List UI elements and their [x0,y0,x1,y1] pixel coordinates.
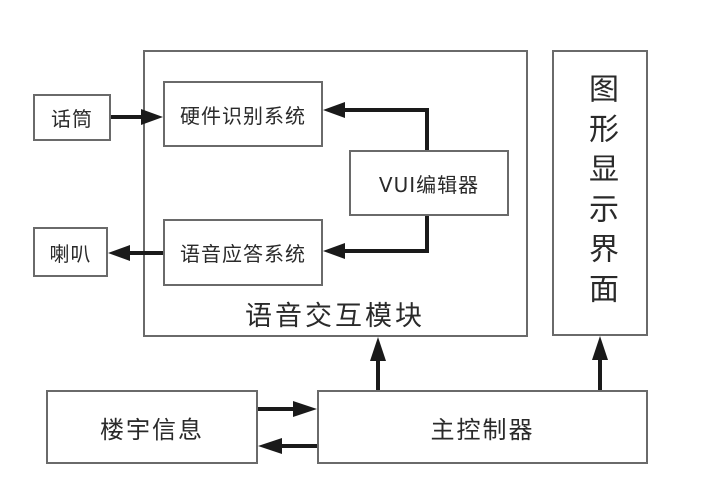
speaker-node: 喇叭 [33,227,108,277]
building-info-node: 楼宇信息 [46,390,258,464]
arrow-building-to-controller [293,401,317,417]
hardware-recognition-label: 硬件识别系统 [180,103,306,128]
microphone-node: 话筒 [33,94,111,141]
voice-response-label: 语音应答系统 [180,242,306,266]
arrow-controller-to-module [370,337,386,361]
arrow-controller-to-building [258,438,282,454]
hardware-recognition-node: 硬件识别系统 [163,81,323,147]
graphic-display-label: 图形显示界面 [583,73,618,313]
vui-editor-label: VUI编辑器 [378,172,480,197]
graphic-display-node: 图形显示界面 [552,50,648,336]
arrow-response-to-speaker [108,245,130,261]
speaker-label: 喇叭 [49,241,92,266]
main-controller-node: 主控制器 [317,390,648,464]
microphone-label: 话筒 [51,107,93,131]
voice-interaction-module-label: 语音交互模块 [245,301,425,332]
building-info-label: 楼宇信息 [100,415,204,444]
voice-response-node: 语音应答系统 [163,219,323,286]
vui-editor-node: VUI编辑器 [349,150,509,216]
main-controller-label: 主控制器 [430,415,535,444]
arrow-controller-to-display [592,336,608,360]
